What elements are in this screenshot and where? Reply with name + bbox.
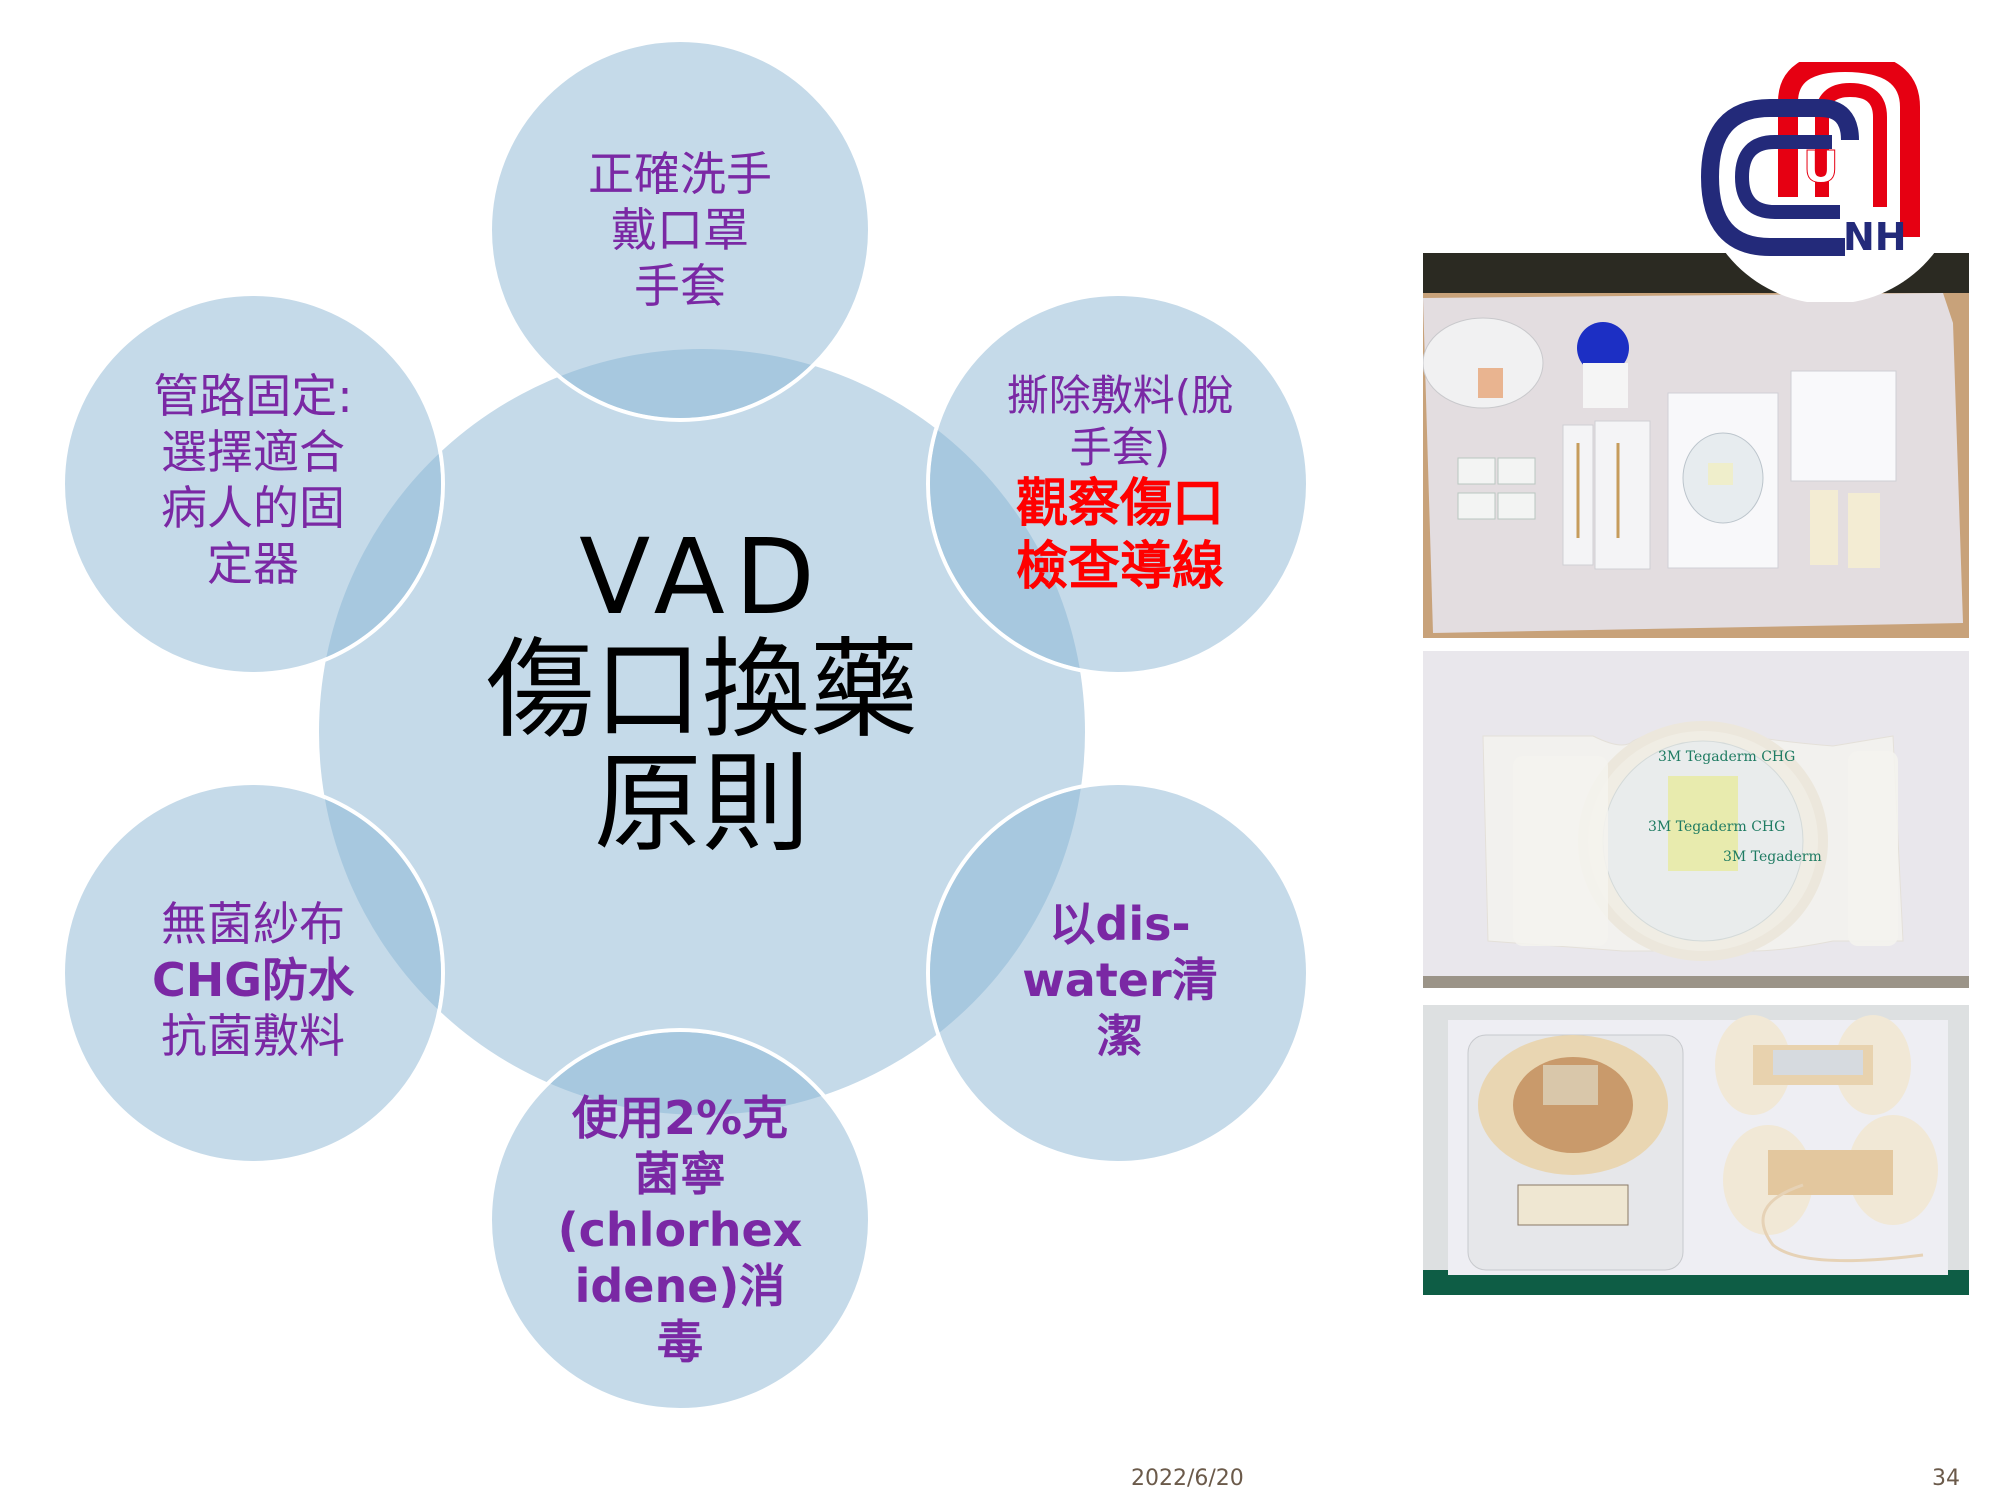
- label-dis-water-clean: 以dis- water清 潔: [960, 880, 1280, 1080]
- circle-cluster: [61, 38, 1310, 1412]
- label-line: 菌寧: [634, 1146, 726, 1201]
- securement-device-photo: [1423, 1005, 1969, 1295]
- label-line: 戴口罩: [611, 202, 749, 257]
- label-line: 以dis-: [1049, 896, 1191, 951]
- dressing-supplies-photo: [1423, 253, 1969, 638]
- label-line: water清: [1022, 952, 1218, 1007]
- label-line: 使用2%克: [571, 1090, 789, 1145]
- vad-principles-diagram: VAD 傷口換藥 原則 正確洗手 戴口罩 手套 撕除敷料(脫 手套) 觀察傷口 …: [61, 38, 1310, 1412]
- label-line: CHG防水: [151, 952, 354, 1007]
- circle-top: [488, 38, 872, 422]
- svg-text:U: U: [1803, 142, 1839, 193]
- hospital-logo: U NH: [1698, 40, 1962, 304]
- center-circle: [319, 349, 1085, 1115]
- label-line: 抗菌敷料: [161, 1009, 345, 1064]
- label-line: 定器: [207, 537, 299, 592]
- label-line-red: 檢查導線: [1015, 537, 1224, 598]
- circle-upper-left: [61, 292, 445, 676]
- label-line: (chlorhex: [557, 1202, 803, 1257]
- label-line: 選擇適合: [161, 424, 345, 479]
- svg-text:3M Tegaderm CHG: 3M Tegaderm CHG: [1658, 749, 1795, 765]
- label-line-red: 觀察傷口: [1015, 473, 1224, 534]
- label-line: 手套: [634, 259, 726, 314]
- label-line: 正確洗手: [588, 146, 772, 201]
- circle-bottom: [488, 1028, 872, 1412]
- center-title-vad: VAD: [579, 516, 825, 638]
- label-line: 管路固定:: [153, 368, 353, 423]
- label-hand-hygiene: 正確洗手 戴口罩 手套: [520, 130, 840, 330]
- center-title-line2: 傷口換藥: [485, 628, 918, 754]
- label-line: 撕除敷料(脫: [1006, 371, 1234, 421]
- label-line-securement: 管路固定: 選擇適合 病人的固 定器: [93, 350, 413, 610]
- footer-date: 2022/6/20: [1131, 1466, 1244, 1491]
- label-remove-dressing: 撕除敷料(脫 手套) 觀察傷口 檢查導線: [960, 360, 1280, 610]
- label-sterile-gauze: 無菌紗布 CHG防水 抗菌敷料: [93, 880, 413, 1080]
- label-chg-disinfect: 使用2%克 菌寧 (chlorhex idene)消 毒: [520, 1060, 840, 1400]
- label-line: 潔: [1097, 1009, 1143, 1064]
- label-line: 手套): [1069, 422, 1171, 472]
- label-line: 病人的固: [161, 481, 345, 535]
- center-title-line3: 原則: [593, 741, 810, 867]
- svg-text:NH: NH: [1843, 215, 1907, 259]
- slide-number: 34: [1932, 1466, 1960, 1491]
- label-line: 毒: [657, 1315, 703, 1370]
- label-line: 無菌紗布: [161, 896, 345, 951]
- tegaderm-chg-dressing-photo: 3M Tegaderm CHG 3M Tegaderm CHG 3M Tegad…: [1423, 651, 1969, 988]
- svg-text:3M Tegaderm CHG: 3M Tegaderm CHG: [1648, 819, 1785, 835]
- label-line: idene)消: [574, 1259, 786, 1314]
- center-title: VAD 傷口換藥 原則: [402, 516, 1002, 867]
- satellite-circles: [61, 38, 1310, 1412]
- svg-text:3M Tegaderm: 3M Tegaderm: [1723, 849, 1822, 865]
